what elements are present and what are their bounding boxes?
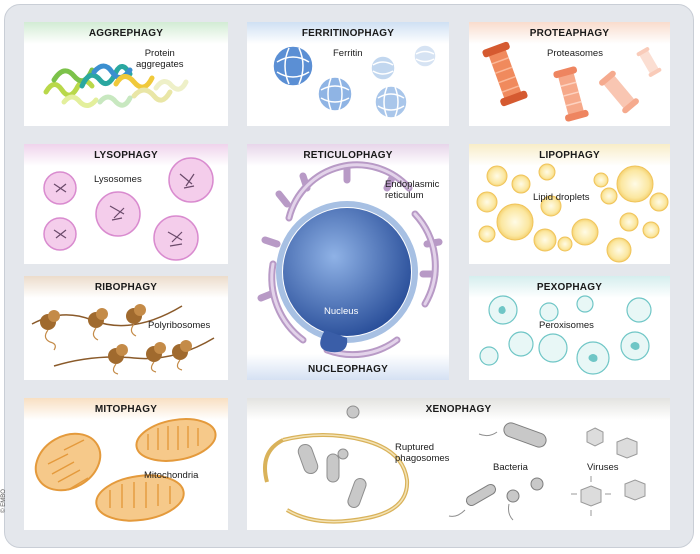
bacteria-label: Bacteria xyxy=(493,462,528,473)
panel-proteaphagy: Proteasomes PROTEAPHAGY xyxy=(469,22,670,126)
panel-mitophagy: Mitochondria MITOPHAGY xyxy=(24,398,228,530)
panel-header xyxy=(469,144,670,166)
mitophagy-label: Mitochondria xyxy=(144,470,199,481)
panel-footer xyxy=(247,354,449,380)
panel-ribophagy: Polyribosomes RIBOPHAGY xyxy=(24,276,228,380)
panel-header xyxy=(247,144,449,166)
lipophagy-title: LIPOPHAGY xyxy=(539,150,600,161)
reticulum-nucleus-illustration xyxy=(257,161,443,359)
aggrephagy-title: AGGREPHAGY xyxy=(88,28,164,39)
proteaphagy-label: Proteasomes xyxy=(547,48,603,59)
protein-aggregates-illustration xyxy=(43,63,189,108)
panel-header xyxy=(24,276,228,298)
aggrephagy-label: Protein aggregates xyxy=(136,48,184,70)
panel-lysophagy: Lysosomes LYSOPHAGY xyxy=(24,144,228,264)
ruptured-phagosomes-label: Ruptured phagosomes xyxy=(395,442,450,464)
panel-ferritinophagy: Ferritin FERRITINOPHAGY xyxy=(247,22,449,126)
panel-header xyxy=(24,398,228,420)
reticulophagy-label: Endoplasmic reticulum xyxy=(385,179,440,201)
lipid-droplets-illustration xyxy=(476,163,669,263)
panel-header xyxy=(24,22,228,44)
lysophagy-label: Lysosomes xyxy=(94,174,142,185)
ribophagy-title: RIBOPHAGY xyxy=(94,282,158,293)
copyright-text: © EMBO xyxy=(0,489,7,513)
panel-header xyxy=(24,144,228,166)
xenophagy-title: XENOPHAGY xyxy=(425,404,492,415)
ferritinophagy-title: FERRITINOPHAGY xyxy=(301,28,395,39)
panel-reticulophagy-nucleophagy: Nucleus Endoplasmic reticulum RETICULOPH… xyxy=(247,144,449,380)
mitophagy-title: MITOPHAGY xyxy=(94,404,158,415)
panel-lipophagy: Lipid droplets LIPOPHAGY xyxy=(469,144,670,264)
viruses-label: Viruses xyxy=(587,462,619,473)
panel-header xyxy=(247,22,449,44)
proteasomes-illustration xyxy=(482,41,662,122)
xenophagy-illustration xyxy=(263,405,646,524)
mitochondria-illustration xyxy=(34,418,217,522)
peroxisomes-illustration xyxy=(479,295,652,375)
reticulophagy-title: RETICULOPHAGY xyxy=(303,150,393,161)
panel-header xyxy=(469,276,670,298)
pexophagy-title: PEXOPHAGY xyxy=(536,282,603,293)
nucleophagy-title: NUCLEOPHAGY xyxy=(308,364,388,375)
panel-header xyxy=(469,22,670,44)
ferritinophagy-label: Ferritin xyxy=(333,48,363,59)
lipophagy-label: Lipid droplets xyxy=(533,192,590,203)
ribophagy-label: Polyribosomes xyxy=(148,320,211,331)
polyribosomes-illustration xyxy=(31,304,215,375)
pexophagy-label: Peroxisomes xyxy=(539,320,594,331)
lysophagy-title: LYSOPHAGY xyxy=(94,150,158,161)
ferritin-illustration xyxy=(272,44,437,119)
nucleus-label: Nucleus xyxy=(324,306,359,317)
panel-xenophagy: Ruptured phagosomes Bacteria Viruses XEN… xyxy=(247,398,670,530)
panel-pexophagy: Peroxisomes PEXOPHAGY xyxy=(469,276,670,380)
proteaphagy-title: PROTEAPHAGY xyxy=(529,28,610,39)
panel-aggrephagy: Protein aggregates AGGREPHAGY xyxy=(24,22,228,126)
lysosomes-illustration xyxy=(43,157,214,261)
